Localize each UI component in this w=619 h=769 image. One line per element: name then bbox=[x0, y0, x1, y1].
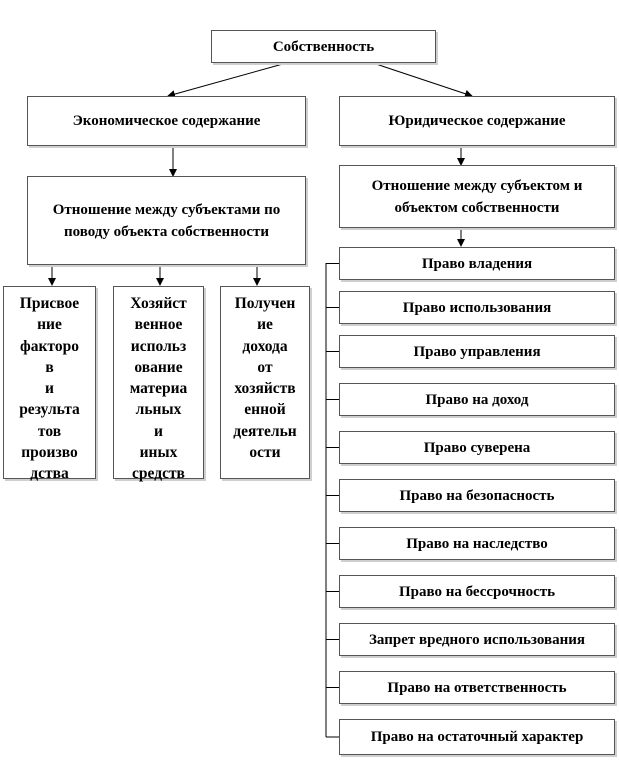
arrow-root-to-economic bbox=[167, 61, 291, 98]
economic-title: Экономическое содержание bbox=[72, 113, 261, 129]
root-title: Собственность bbox=[272, 38, 375, 55]
legal-title-box: Юридическое содержание bbox=[339, 96, 615, 146]
right-item: Право владения bbox=[339, 247, 615, 280]
economic-title-box: Экономическое содержание bbox=[27, 96, 306, 146]
right-item: Право суверена bbox=[339, 431, 615, 464]
right-item-text: Право на бессрочность bbox=[398, 583, 556, 600]
right-item: Запрет вредного использования bbox=[339, 623, 615, 656]
economic-relation-text: Отношение между субъектами по поводу объ… bbox=[52, 201, 281, 240]
right-item: Право на ответственность bbox=[339, 671, 615, 704]
arrow-root-to-legal bbox=[369, 61, 473, 98]
right-item: Право использования bbox=[339, 291, 615, 324]
right-item: Право на остаточный характер bbox=[339, 719, 615, 755]
legal-relation-box: Отношение между субъектом и объектом соб… bbox=[339, 165, 615, 228]
right-item-text: Право на остаточный характер bbox=[370, 729, 584, 745]
right-item-text: Право на безопасность bbox=[399, 487, 555, 504]
right-item-text: Право на ответственность bbox=[387, 679, 567, 696]
economic-relation-box: Отношение между субъектами по поводу объ… bbox=[27, 176, 306, 265]
right-item: Право управления bbox=[339, 335, 615, 368]
right-item-text: Право на наследство bbox=[406, 535, 548, 552]
rights-bracket-ticks bbox=[326, 263, 339, 738]
right-item: Право на бессрочность bbox=[339, 575, 615, 608]
legal-title: Юридическое содержание bbox=[388, 113, 566, 129]
legal-relation-text: Отношение между субъектом и объектом соб… bbox=[371, 177, 583, 216]
right-item: Право на наследство bbox=[339, 527, 615, 560]
right-item-text: Право управления bbox=[413, 343, 541, 360]
right-item-text: Право владения bbox=[421, 255, 533, 272]
right-item-text: Право использования bbox=[402, 299, 552, 316]
right-item-text: Право на доход bbox=[425, 391, 529, 408]
root-box: Собственность bbox=[211, 30, 436, 63]
right-item-text: Запрет вредного использования bbox=[369, 631, 585, 648]
right-item: Право на безопасность bbox=[339, 479, 615, 512]
right-item-text: Право суверена bbox=[423, 439, 531, 456]
right-item: Право на доход bbox=[339, 383, 615, 416]
